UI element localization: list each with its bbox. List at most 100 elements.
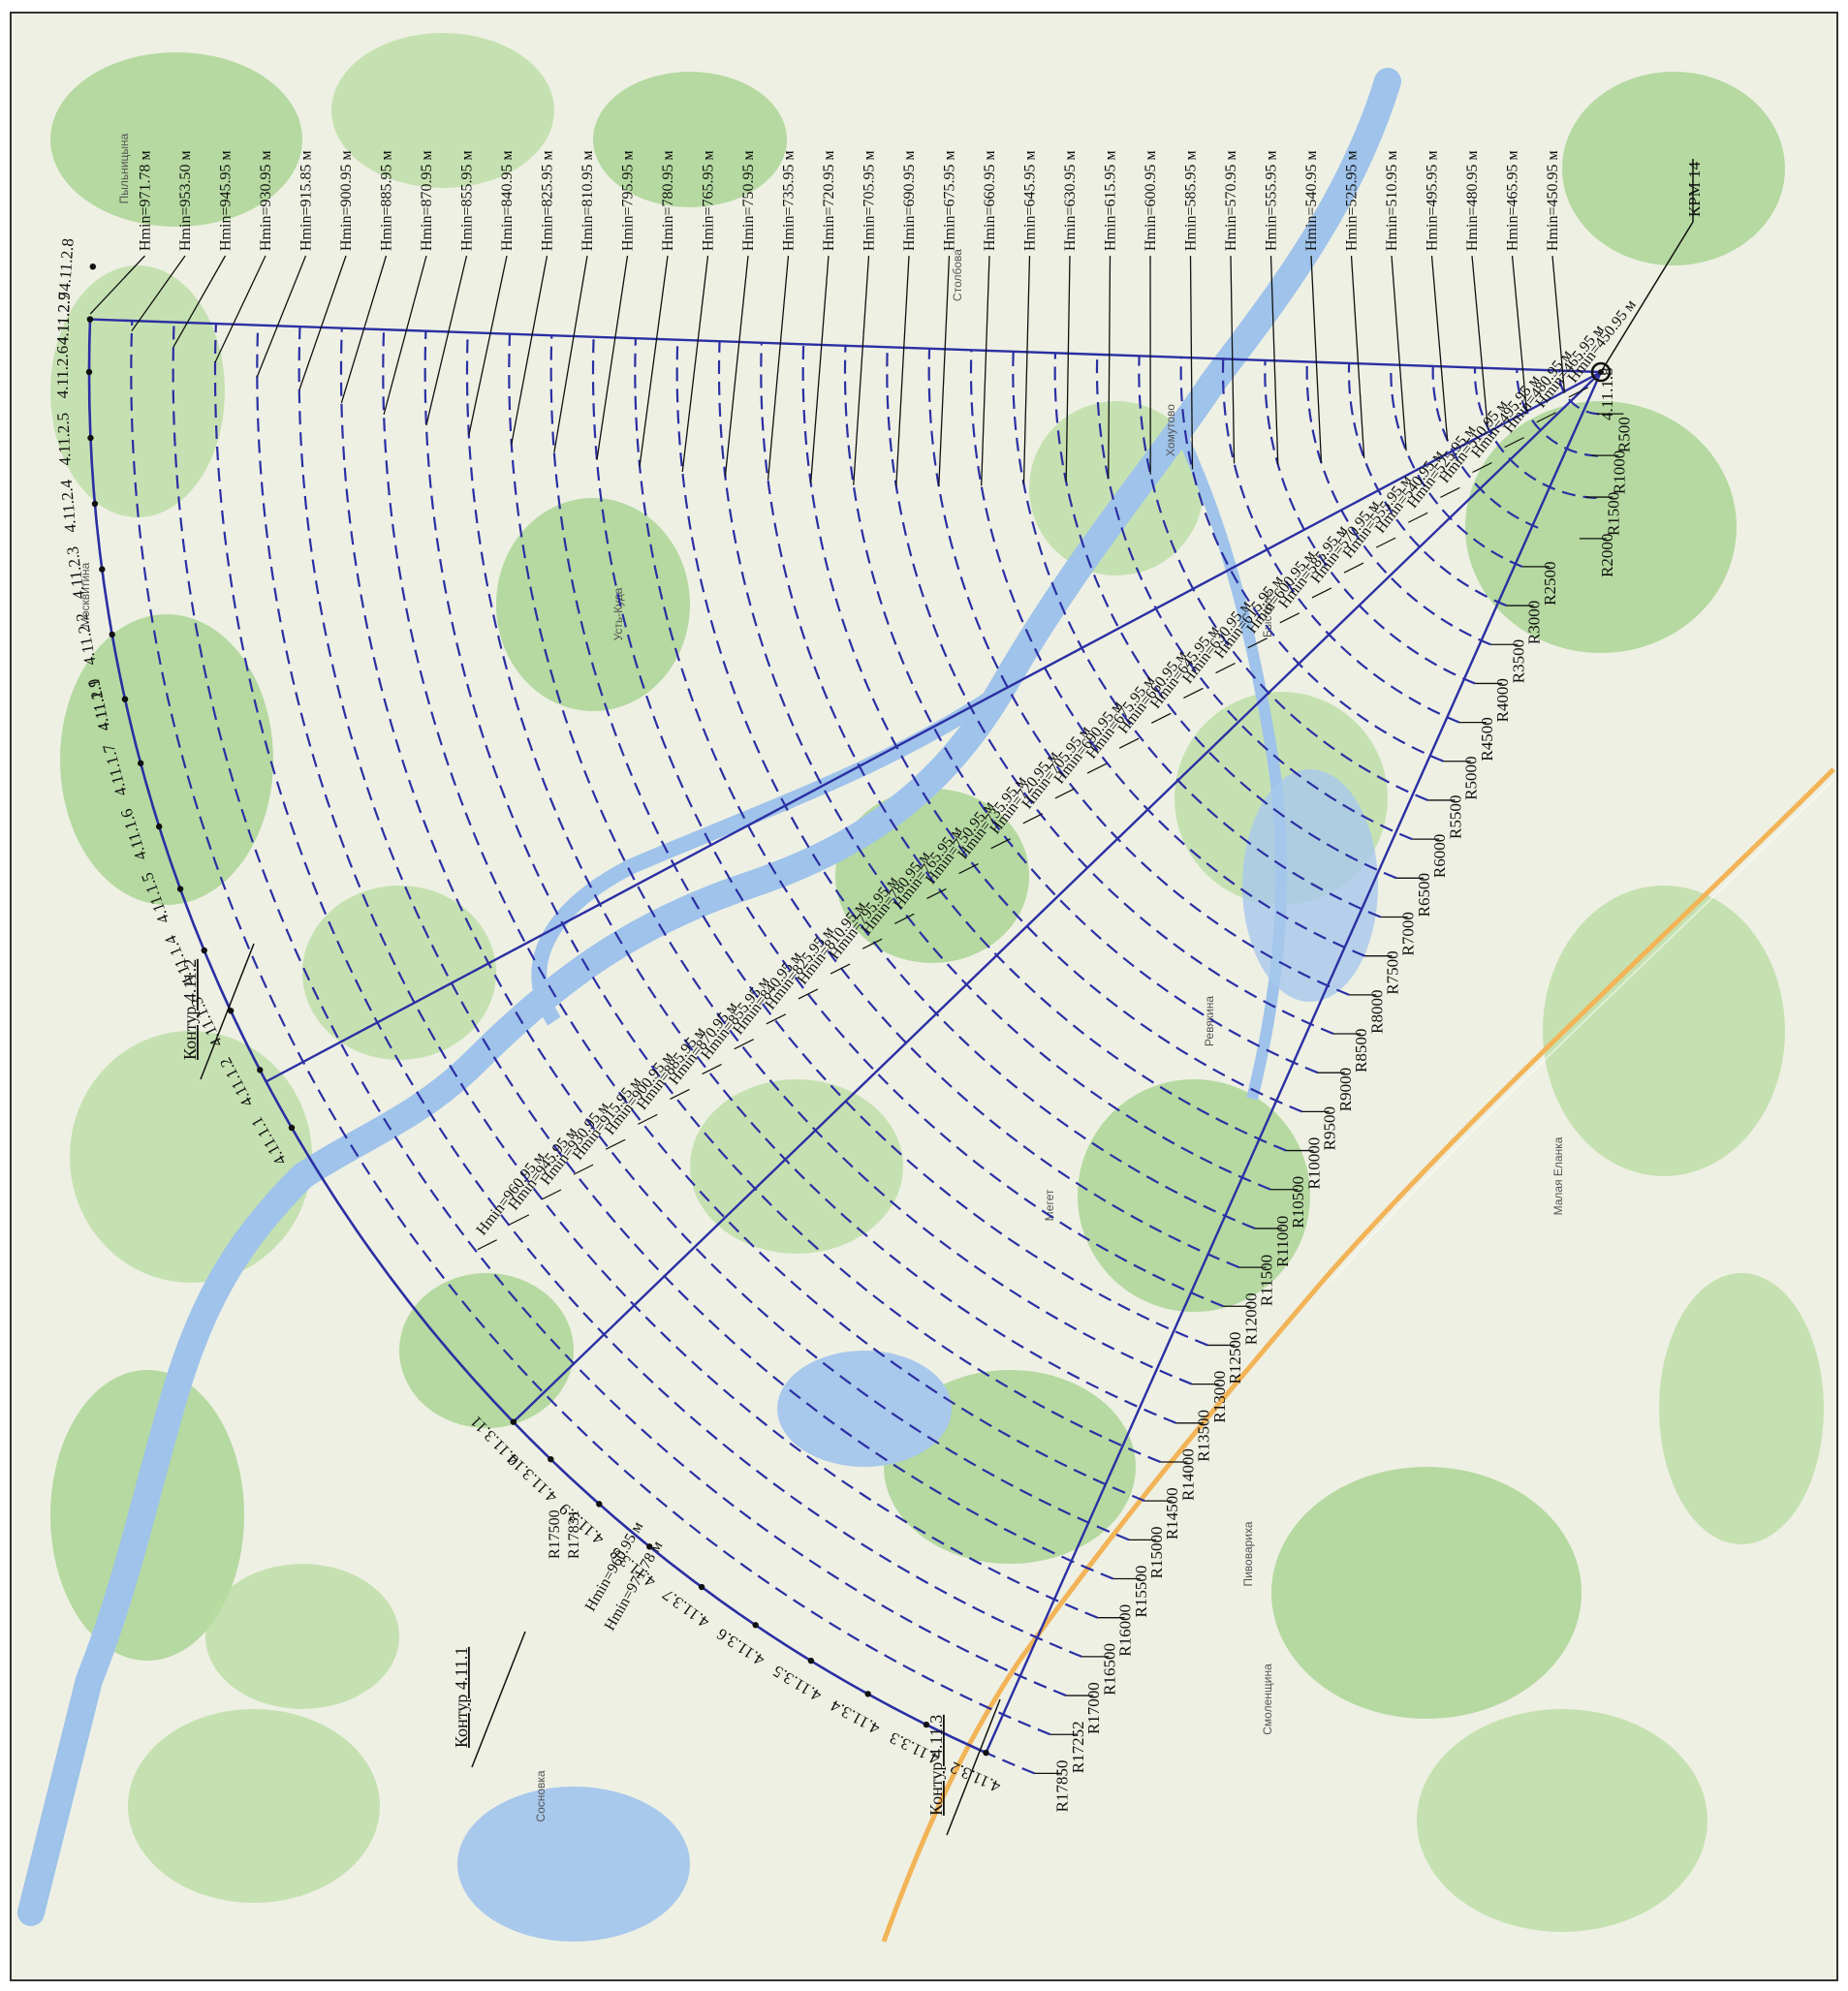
radius-arc xyxy=(382,329,1145,1503)
hmin-label-outer: Hmin=600.95 м xyxy=(1143,150,1159,251)
hmin-inner-leader xyxy=(1568,387,1589,398)
radius-arc xyxy=(1179,357,1445,762)
contour-point-marker xyxy=(923,1721,930,1728)
contour-point-marker xyxy=(85,368,93,376)
hmin-label-outer: Hmin=660.95 м xyxy=(982,150,998,251)
hmin-inner-leader xyxy=(1311,587,1332,599)
hmin-label-outer: Hmin=720.95 м xyxy=(821,150,837,251)
radius-label: R17850 xyxy=(1053,1760,1072,1813)
reservoir xyxy=(457,1787,690,1942)
hmin-label-outer: Hmin=971.78 м xyxy=(138,150,154,251)
hmin-leader xyxy=(724,255,749,477)
forest-area xyxy=(331,33,554,188)
radius-label: R13500 xyxy=(1195,1410,1213,1462)
place-name: Столбова xyxy=(951,249,964,301)
krm-marker xyxy=(1590,361,1612,383)
radius-label: R11500 xyxy=(1258,1255,1276,1306)
forest-area xyxy=(496,498,690,711)
radius-label: R11000 xyxy=(1273,1216,1292,1267)
contour-radial-boundary xyxy=(266,370,1602,1083)
radius-label: R9000 xyxy=(1336,1068,1355,1111)
hmin-inner-leader xyxy=(926,887,947,899)
place-name: Быстрое xyxy=(1261,591,1274,638)
radius-arc xyxy=(969,350,1365,957)
hmin-leader xyxy=(938,255,951,487)
radius-label: R14000 xyxy=(1178,1448,1197,1501)
hmin-leader xyxy=(596,255,629,460)
contour-point-label: 4.11.2.6 xyxy=(53,346,72,399)
radius-label: R3000 xyxy=(1525,601,1544,644)
hmin-inner-leader xyxy=(605,1138,626,1150)
basemap-layer xyxy=(12,14,1836,1979)
contour-map[interactable]: МосквитинаПыльницынаУсть-КудаСтолбоваМег… xyxy=(12,14,1838,1981)
hmin-inner-leader xyxy=(638,1113,658,1125)
place-name: Пыльницына xyxy=(117,133,131,203)
forest-area xyxy=(50,265,225,517)
small-label: R17831 xyxy=(566,1509,582,1559)
hmin-inner-leader xyxy=(1086,762,1108,774)
radius-label: R1000 xyxy=(1610,451,1628,494)
krm-label: КРМ 14 xyxy=(1685,161,1704,217)
hmin-label-outer: Hmin=840.95 м xyxy=(499,150,516,251)
hmin-label-outer: Hmin=825.95 м xyxy=(540,150,556,251)
hmin-leader xyxy=(298,255,347,390)
radius-label: R10500 xyxy=(1289,1176,1307,1229)
radius-label: R1500 xyxy=(1604,492,1622,536)
hmin-inner-leader xyxy=(1118,737,1140,749)
hmin-label-outer: Hmin=795.95 м xyxy=(620,150,637,251)
contour-point-marker xyxy=(89,263,97,270)
contour-name-leader xyxy=(200,943,255,1080)
hmin-leader xyxy=(1310,255,1323,463)
radius-arc xyxy=(508,333,1193,1385)
forest-area xyxy=(1465,401,1737,653)
forest-area xyxy=(1543,886,1785,1176)
hmin-label-outer: Hmin=780.95 м xyxy=(660,150,676,251)
contour-point-marker xyxy=(137,760,144,766)
hmin-inner-leader xyxy=(958,863,979,875)
hmin-label-outer: Hmin=555.95 м xyxy=(1264,150,1280,251)
hmin-leader xyxy=(425,255,468,426)
contour-point-marker xyxy=(156,823,163,830)
contour-name: Контур 4.11.3 xyxy=(926,1715,946,1816)
radius-label: R16500 xyxy=(1100,1643,1118,1695)
hmin-inner-leader xyxy=(509,1214,530,1226)
radius-arc xyxy=(1347,362,1508,607)
radius-arc xyxy=(1095,354,1413,841)
radius-arc xyxy=(675,339,1256,1229)
contour-name: Контур 4.11.1 xyxy=(452,1647,471,1748)
radius-arc xyxy=(1012,351,1382,918)
hmin-label-outer: Hmin=450.95 м xyxy=(1545,150,1561,251)
hmin-inner-leader xyxy=(1247,638,1268,649)
hmin-label-outer: Hmin=930.95 м xyxy=(258,150,274,251)
hmin-leader xyxy=(767,255,790,481)
radius-label: R7000 xyxy=(1399,912,1418,955)
radius-label: R4000 xyxy=(1493,678,1512,722)
radius-label: R12500 xyxy=(1226,1332,1244,1384)
radius-label: R2500 xyxy=(1541,562,1559,606)
radius-arc xyxy=(213,324,1082,1658)
hmin-leader xyxy=(1511,255,1528,412)
hmin-label-outer: Hmin=690.95 м xyxy=(901,150,918,251)
radius-label: R9500 xyxy=(1321,1106,1339,1150)
place-name: Малая Еланка xyxy=(1551,1136,1565,1215)
hmin-inner-leader xyxy=(1183,687,1204,699)
forest-area xyxy=(1659,1273,1824,1544)
radius-arc xyxy=(1305,361,1491,646)
radius-label: R4500 xyxy=(1478,717,1496,761)
contour-name-leader xyxy=(946,1698,1001,1836)
radius-arc xyxy=(1431,365,1539,529)
hmin-inner-leader xyxy=(541,1189,562,1200)
hmin-inner-leader xyxy=(1279,612,1300,624)
radius-label: R12000 xyxy=(1241,1292,1260,1345)
hmin-inner-leader xyxy=(1022,813,1044,824)
hmin-leader xyxy=(1065,255,1071,482)
contour-point-marker xyxy=(698,1583,705,1591)
radius-label: R15500 xyxy=(1132,1566,1150,1618)
hmin-leader xyxy=(1022,255,1031,484)
contour-point-label: 4.11.2.4 xyxy=(57,479,80,534)
hmin-inner-leader xyxy=(894,913,915,924)
radius-label: R8500 xyxy=(1352,1029,1370,1073)
hmin-inner-leader xyxy=(1054,788,1076,799)
hmin-inner-leader xyxy=(573,1164,594,1175)
